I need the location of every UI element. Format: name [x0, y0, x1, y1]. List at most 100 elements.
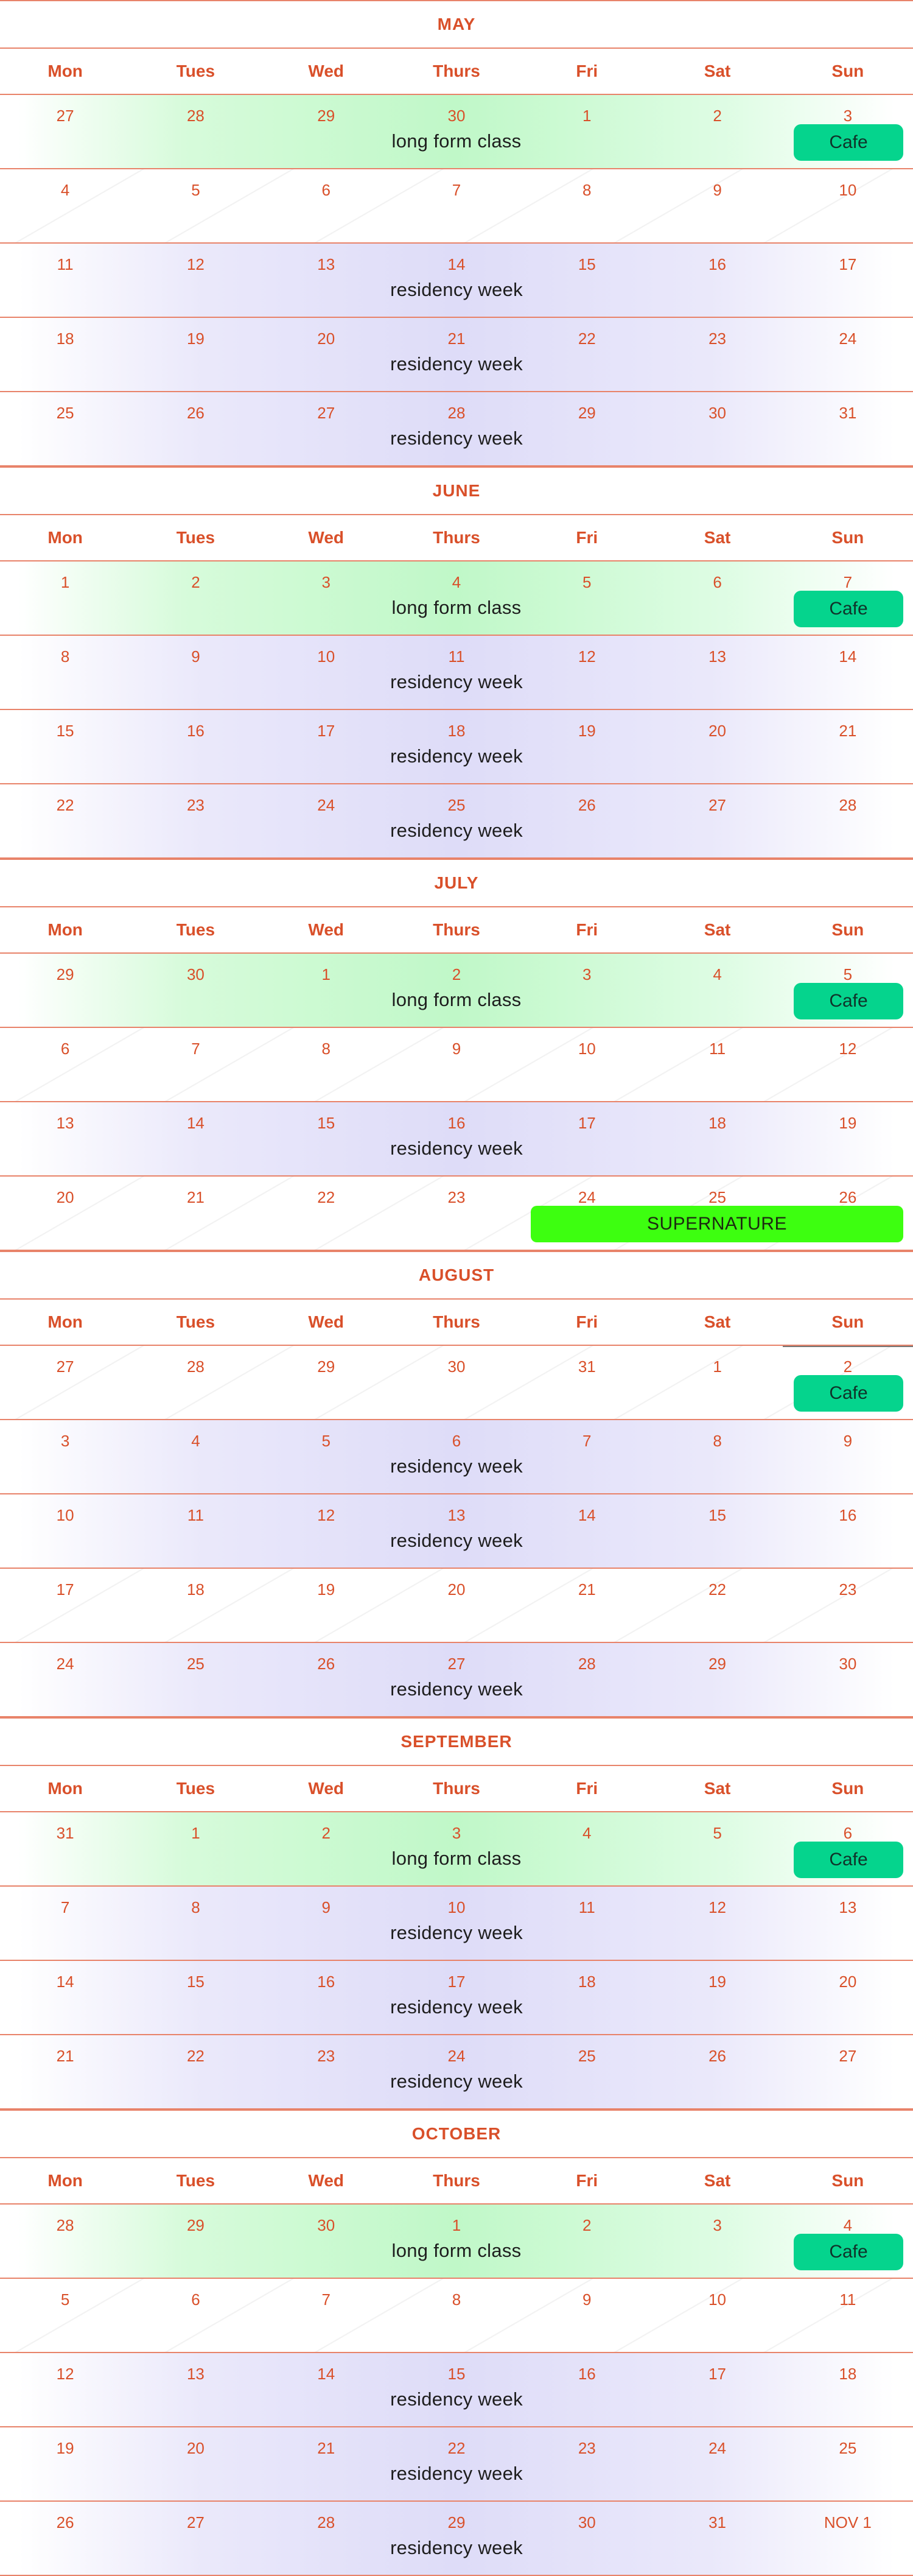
long-form-class-event[interactable]: long form class [391, 130, 522, 152]
residency-week-event[interactable]: residency week [390, 1678, 523, 1700]
date-number: 15 [317, 1114, 335, 1132]
date-number: 3 [582, 965, 592, 984]
residency-week-event[interactable]: residency week [390, 2071, 523, 2092]
date-number: 7 [191, 1040, 200, 1058]
date-number: 14 [317, 2365, 335, 2383]
date-number: 16 [317, 1972, 335, 1991]
date-number: 24 [578, 1188, 596, 1206]
date-number: 13 [56, 1114, 74, 1132]
cafe-event[interactable]: Cafe [794, 2234, 903, 2270]
date-number: 24 [447, 2047, 466, 2065]
residency-week-event[interactable]: residency week [390, 428, 523, 449]
weekday-name: Wed [308, 2171, 344, 2190]
month-title: JUNE [0, 466, 913, 515]
date-number: 24 [708, 2439, 727, 2457]
date-number: 12 [578, 647, 596, 666]
date-number: 9 [452, 1040, 461, 1058]
date-number: 16 [708, 255, 727, 273]
residency-week-event[interactable]: residency week [390, 1530, 523, 1551]
long-form-class-event[interactable]: long form class [391, 1848, 522, 1869]
residency-week-event[interactable]: residency week [390, 353, 523, 375]
long-form-class-event[interactable]: long form class [391, 989, 522, 1010]
long-form-class-event[interactable]: long form class [391, 2240, 522, 2261]
cafe-event[interactable]: Cafe [794, 591, 903, 627]
date-number: 4 [843, 2216, 853, 2234]
residency-week-event[interactable]: residency week [390, 2463, 523, 2484]
residency-week-event[interactable]: residency week [390, 1455, 523, 1477]
weekday-name: Mon [47, 2171, 83, 2190]
residency-week-event[interactable]: residency week [390, 2388, 523, 2410]
weekday-name: Wed [308, 528, 344, 547]
date-number: 8 [321, 1040, 331, 1058]
date-number: 27 [708, 796, 727, 814]
date-number: 30 [578, 2513, 596, 2532]
date-number: 1 [452, 2216, 461, 2234]
date-number: 31 [578, 1357, 596, 1376]
date-number: 28 [317, 2513, 335, 2532]
residency-week-event[interactable]: residency week [390, 820, 523, 841]
date-number: 23 [578, 2439, 596, 2457]
cafe-event[interactable]: Cafe [794, 1842, 903, 1878]
date-number: 12 [186, 255, 205, 273]
residency-week-event[interactable]: residency week [390, 1996, 523, 2018]
residency-week-event[interactable]: residency week [390, 745, 523, 767]
date-number: 11 [709, 1040, 726, 1058]
cafe-event[interactable]: Cafe [794, 1375, 903, 1412]
date-number: 13 [317, 255, 335, 273]
weekday-name: Fri [576, 920, 598, 939]
date-number: 27 [56, 1357, 74, 1376]
date-number: 11 [187, 1506, 204, 1524]
date-number: 31 [56, 1824, 74, 1842]
date-number: 24 [56, 1655, 74, 1673]
weekday-name: Tues [176, 1312, 215, 1331]
date-number: 23 [447, 1188, 466, 1206]
cafe-event[interactable]: Cafe [794, 124, 903, 161]
residency-week-event[interactable]: residency week [390, 671, 523, 692]
residency-week-event[interactable]: residency week [390, 1922, 523, 1943]
date-number: 8 [452, 2290, 461, 2309]
date-number: 15 [708, 1506, 727, 1524]
date-number: 1 [191, 1824, 200, 1842]
date-number: 29 [317, 107, 335, 125]
date-number: 29 [447, 2513, 466, 2532]
date-number: 5 [582, 573, 592, 591]
residency-week-event[interactable]: residency week [390, 279, 523, 300]
weekday-name: Mon [47, 1779, 83, 1798]
date-number: 9 [191, 647, 200, 666]
supernature-event[interactable]: SUPERNATURE [531, 1206, 903, 1242]
date-number: 17 [708, 2365, 727, 2383]
weekday-name: Mon [47, 1312, 83, 1331]
weekday-name: Mon [47, 62, 83, 80]
date-number: 27 [447, 1655, 466, 1673]
cafe-event[interactable]: Cafe [794, 983, 903, 1019]
date-number: 30 [447, 1357, 466, 1376]
residency-week-event[interactable]: residency week [390, 2537, 523, 2558]
date-number: 13 [447, 1506, 466, 1524]
long-form-class-event[interactable]: long form class [391, 597, 522, 618]
date-number: 30 [186, 965, 205, 984]
date-number: 16 [578, 2365, 596, 2383]
weekday-name: Sun [831, 528, 864, 547]
date-number: 3 [843, 107, 853, 125]
date-number: 14 [447, 255, 466, 273]
date-number: 25 [447, 796, 466, 814]
date-number: 14 [56, 1972, 74, 1991]
residency-week-event[interactable]: residency week [390, 1138, 523, 1159]
date-number: 25 [186, 1655, 205, 1673]
